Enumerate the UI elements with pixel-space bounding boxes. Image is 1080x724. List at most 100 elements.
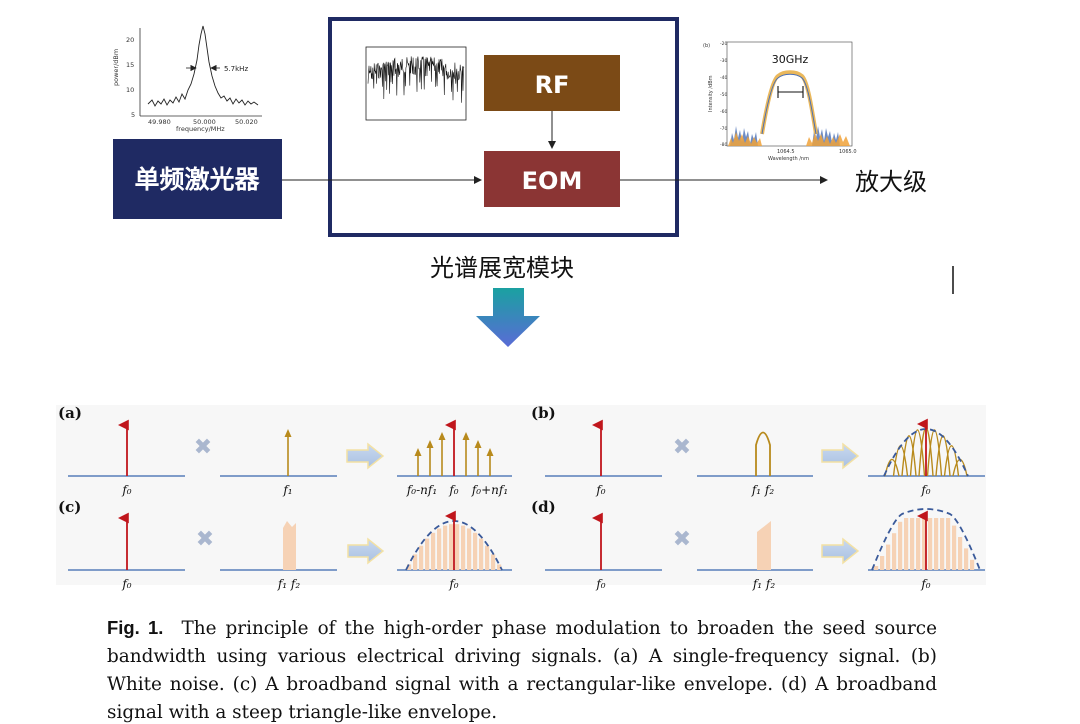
inset-spectrum-xlabel: Wavelength /nm <box>768 156 809 162</box>
inset-spectrum-xtick: 1064.5 <box>777 149 795 155</box>
inset-linewidth-plot: power/dBm 20 15 10 5 49.980 50.000 50.02… <box>112 25 262 133</box>
inset-linewidth-ytick: 20 <box>126 36 134 44</box>
noise-lobe <box>909 429 926 477</box>
laser-label: 单频激光器 <box>134 165 260 194</box>
inset-spectrum-envelope <box>761 73 817 135</box>
comb-line <box>497 564 502 570</box>
inset-linewidth-xtick: 50.020 <box>235 118 258 126</box>
sideband-tip <box>486 448 494 456</box>
inset-linewidth-trace <box>147 25 259 107</box>
broadband-triangle <box>757 521 771 570</box>
inset-linewidth-xlabel: frequency/MHz <box>176 125 225 133</box>
panel-label: (c) <box>58 498 81 516</box>
comb-line <box>952 525 957 570</box>
inset-spectrum-ylabel: Intensity /dBm <box>708 75 714 112</box>
sideband-tip <box>438 432 446 440</box>
amplifier-label: 放大级 <box>855 168 927 196</box>
axis-label: f₀ <box>448 483 458 497</box>
comb-line <box>922 518 927 570</box>
comb-line <box>437 528 442 570</box>
comb-line <box>467 528 472 570</box>
comb-line <box>958 537 963 570</box>
caption-text: The principle of the high-order phase mo… <box>107 618 937 723</box>
inset-spectrum-ytick: -60 <box>720 109 727 115</box>
sideband-tip <box>414 448 422 456</box>
panel-c: (c) f₀ ✖ f₁ f₂ f₀ <box>58 498 512 591</box>
axis-label: f₀ <box>121 483 131 497</box>
result-arrow-icon <box>347 537 385 565</box>
inset-spectrum-ytick: -70 <box>720 126 727 132</box>
multiply-icon: ✖ <box>673 527 691 552</box>
inset-output-spectrum: (b) Intensity /dBm -20 -30 -40 -50 -60 -… <box>703 41 857 162</box>
figure-caption: Fig. 1. The principle of the high-order … <box>107 614 937 724</box>
inset-linewidth-ytick: 5 <box>131 111 135 119</box>
comb-line <box>413 554 418 570</box>
noise-lobe <box>943 444 960 477</box>
axis-label: f₀ <box>595 483 605 497</box>
rf-box: RF <box>484 55 620 111</box>
inset-linewidth-annotation: 5.7kHz <box>224 65 248 73</box>
inset-spectrum-ytick: -20 <box>720 41 727 47</box>
inset-spectrum-ytick: -80 <box>720 142 727 148</box>
comb-line <box>904 518 909 570</box>
result-arrow-icon <box>821 537 860 565</box>
inset-spectrum-panel-label: (b) <box>703 43 710 49</box>
comb-line <box>934 518 939 570</box>
comb-line <box>455 524 460 570</box>
broadened-comb <box>407 524 502 570</box>
rf-label: RF <box>535 71 570 99</box>
figure-panels: (a) f₀ ✖ f₁ f₀-nf₁ f₀ f₀+nf₁ (b) f₀ ✖ <box>56 404 986 591</box>
caption-label: Fig. 1. <box>107 617 164 638</box>
inset-linewidth-xtick: 49.980 <box>148 118 171 126</box>
comb-line <box>407 564 412 570</box>
panel-a: (a) f₀ ✖ f₁ f₀-nf₁ f₀ f₀+nf₁ <box>58 404 512 497</box>
inset-linewidth-ytick: 10 <box>126 86 134 94</box>
axis-label: f₀+nf₁ <box>471 483 508 497</box>
rf-box-bg <box>484 55 620 111</box>
inset-spectrum-noise-orange <box>806 133 850 146</box>
axis-label: f₀ <box>920 577 930 591</box>
eom-label: EOM <box>522 167 583 195</box>
axis-label: f₀ <box>121 577 131 591</box>
inset-broadened-spectrum <box>365 46 467 121</box>
comb-line <box>898 521 903 570</box>
comb-line <box>425 538 430 570</box>
comb-line <box>485 545 490 570</box>
result-arrow-icon <box>821 442 860 470</box>
axis-label: f₁ f₂ <box>277 577 301 591</box>
module-label: 光谱展宽模块 <box>430 254 574 282</box>
comb-line <box>928 518 933 570</box>
axis-label: f₀-nf₁ <box>406 483 437 497</box>
panel-label: (d) <box>531 498 556 516</box>
comb-line <box>449 524 454 570</box>
sideband-tip <box>426 440 434 448</box>
comb-line <box>431 532 436 570</box>
modulation-tip <box>284 429 292 437</box>
comb-line <box>964 548 969 570</box>
eom-box-bg <box>484 151 620 207</box>
axis-label: f₁ <box>282 483 292 497</box>
sidebands-group <box>414 432 494 476</box>
broadened-spectrum-trace <box>367 56 465 103</box>
panel-label: (b) <box>531 404 556 422</box>
sideband-tip <box>474 440 482 448</box>
inset-linewidth-ytick: 15 <box>126 61 134 69</box>
eom-box: EOM <box>484 151 620 207</box>
comb-line <box>940 518 945 570</box>
broadened-lobes <box>884 427 968 477</box>
multiply-icon: ✖ <box>196 527 214 552</box>
comb-line <box>479 538 484 570</box>
inset-spectrum-ytick: -30 <box>720 58 727 64</box>
axis-label: f₁ f₂ <box>751 483 775 497</box>
comb-line <box>886 544 891 570</box>
laser-box: 单频激光器 <box>113 139 282 219</box>
inset-spectrum-ytick: -50 <box>720 92 727 98</box>
comb-line <box>473 532 478 570</box>
axis-label: f₀ <box>920 483 930 497</box>
axis-label: f₀ <box>448 577 458 591</box>
sideband-tip <box>462 432 470 440</box>
inset-spectrum-ytick: -40 <box>720 75 727 81</box>
down-arrow-icon <box>476 288 540 347</box>
laser-box-bg <box>113 139 282 219</box>
